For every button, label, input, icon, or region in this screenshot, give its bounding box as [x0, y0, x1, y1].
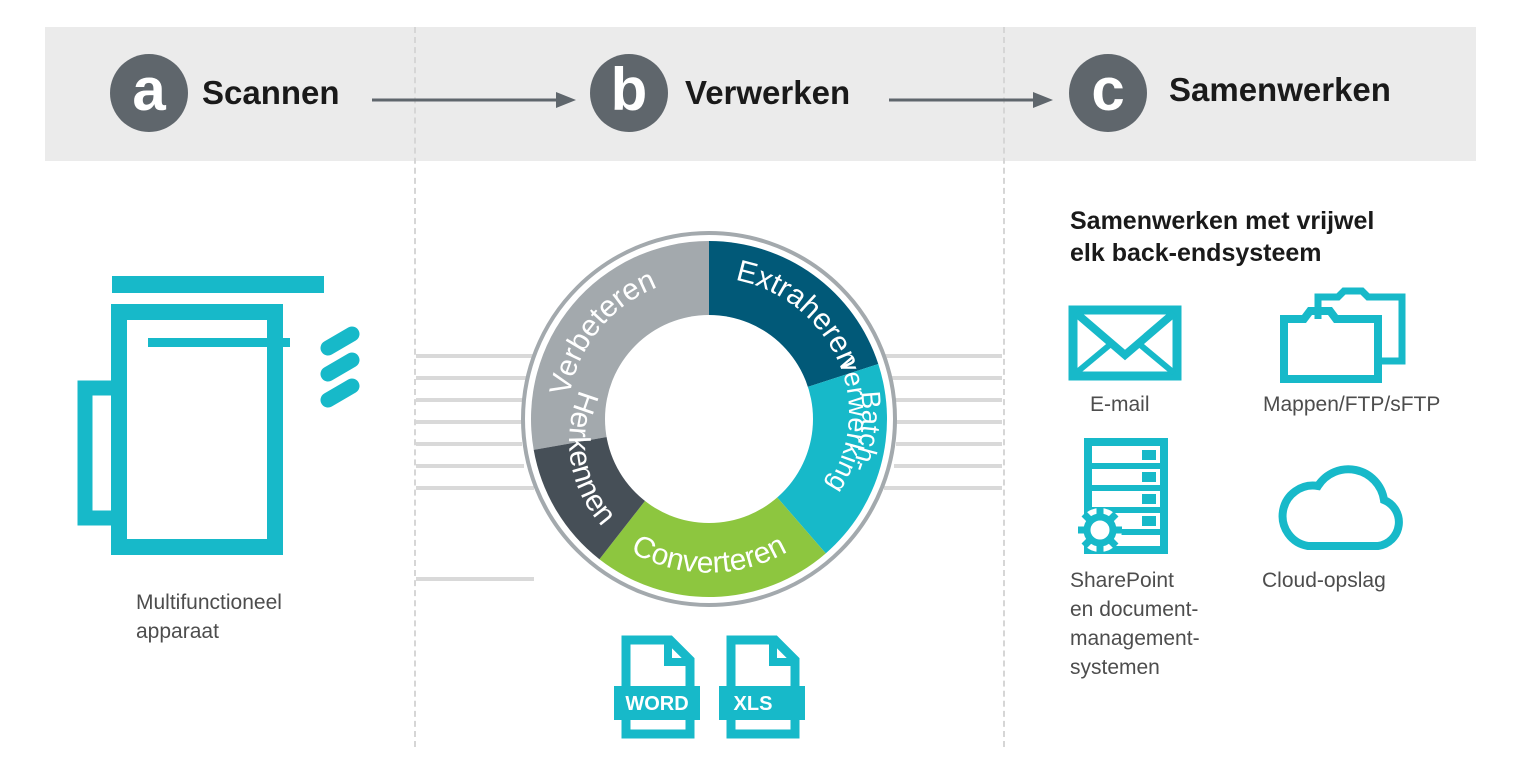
multifunction-printer-icon [77, 276, 360, 555]
folders-icon [1280, 287, 1406, 383]
sharepoint-server-icon [1078, 438, 1168, 554]
arrow-a-to-b [372, 92, 576, 108]
column-divider-2 [1003, 27, 1005, 747]
collaboration-heading: Samenwerken met vrijwel elk back-endsyst… [1070, 207, 1375, 267]
cloud-caption: Cloud-opslag [1262, 569, 1386, 592]
sharepoint-caption: SharePoint en document- management- syst… [1070, 569, 1200, 679]
step-b-label: Verwerken [685, 74, 851, 111]
arrow-b-to-c [889, 92, 1053, 108]
column-divider-1 [414, 27, 416, 747]
email-caption: E-mail [1090, 393, 1150, 416]
xls-file-label: XLS [734, 693, 773, 715]
connector-lines [416, 354, 1002, 581]
step-a-label: Scannen [202, 74, 340, 111]
xls-file-icon: XLS [719, 635, 805, 739]
step-c-label: Samenwerken [1169, 71, 1391, 108]
processing-ring: Verbeteren Extraheren Batch- verwerking … [416, 231, 1002, 607]
step-a-badge: a [110, 54, 188, 132]
printer-caption: Multifunctioneel apparaat [136, 591, 282, 643]
word-file-label: WORD [625, 693, 688, 715]
email-icon [1068, 305, 1182, 381]
step-b-badge: b [590, 54, 668, 132]
step-c-badge: c [1069, 54, 1147, 132]
header-band [45, 27, 1476, 161]
word-file-icon: WORD [614, 635, 700, 739]
folders-caption: Mappen/FTP/sFTP [1263, 393, 1441, 416]
cloud-icon [1278, 465, 1403, 550]
